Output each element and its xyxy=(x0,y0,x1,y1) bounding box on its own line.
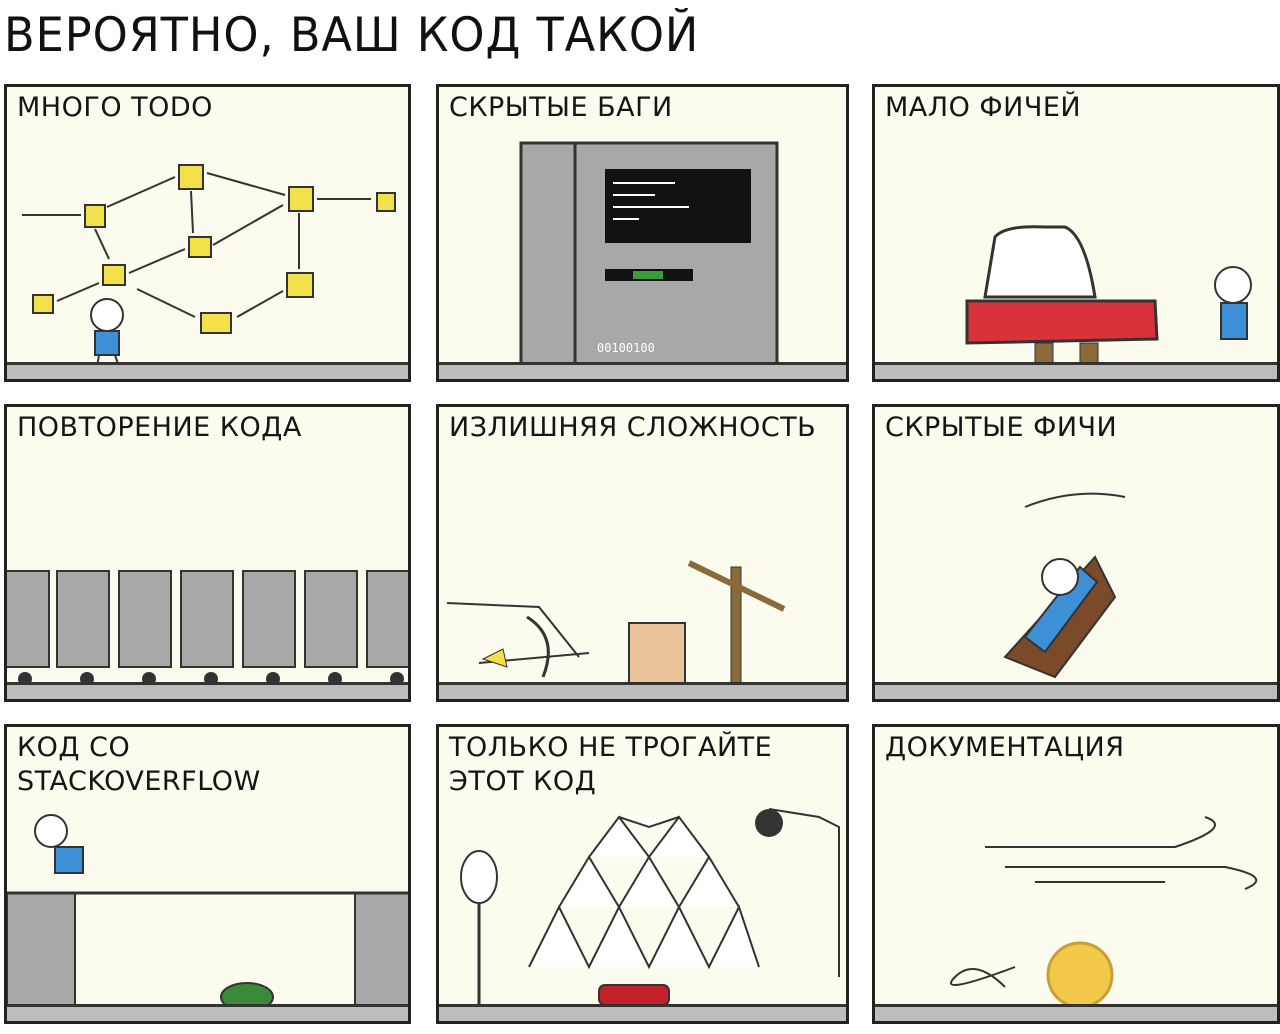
panel-hidden-bugs: СКРЫТЫЕ БАГИ 00100100 xyxy=(436,84,849,382)
panel-dont-touch-code: ТОЛЬКО НЕ ТРОГАЙТЕ ЭТОТ КОД xyxy=(436,724,849,1024)
floor xyxy=(7,362,408,379)
panel-stackoverflow-code: КОД СО STACKOVERFLOW xyxy=(4,724,411,1024)
floor xyxy=(875,682,1277,699)
panel-label: ТОЛЬКО НЕ ТРОГАЙТЕ ЭТОТ КОД xyxy=(449,732,773,797)
floor xyxy=(439,362,846,379)
panel-few-features: МАЛО ФИЧЕЙ xyxy=(872,84,1280,382)
car-without-wheels-illustration xyxy=(965,225,1252,370)
panel-hidden-features: СКРЫТЫЕ ФИЧИ xyxy=(872,404,1280,702)
panel-label: МАЛО ФИЧЕЙ xyxy=(885,92,1082,123)
floor xyxy=(875,362,1277,379)
panel-label: ИЗЛИШНЯЯ СЛОЖНОСТЬ xyxy=(449,412,817,443)
floor xyxy=(7,682,408,699)
todo-graph-illustration xyxy=(22,164,396,368)
panel-many-todo: МНОГО TODO xyxy=(4,84,411,382)
panel-label: МНОГО TODO xyxy=(17,92,213,123)
panel-excess-complexity: ИЗЛИШНЯЯ СЛОЖНОСТЬ xyxy=(436,404,849,702)
mousetrap-contraption-illustration xyxy=(446,560,786,692)
panel-label: СКРЫТЫЕ ФИЧИ xyxy=(885,412,1118,443)
floor xyxy=(7,1004,408,1021)
wind-tumbleweed-illustration xyxy=(950,816,1258,1009)
server-cabinet-illustration xyxy=(519,141,779,373)
panel-code-duplication: ПОВТОРЕНИЕ КОДА xyxy=(4,404,411,702)
panel-label: КОД СО STACKOVERFLOW xyxy=(17,732,261,797)
floor xyxy=(439,682,846,699)
comic-title: ВЕРОЯТНО, ВАШ КОД ТАКОЙ xyxy=(4,8,700,63)
massage-chair-illustration xyxy=(1003,492,1126,679)
floor xyxy=(875,1004,1277,1021)
floor xyxy=(439,1004,846,1021)
house-of-cards-illustration xyxy=(460,808,840,1007)
panel-documentation: ДОКУМЕНТАЦИЯ xyxy=(872,724,1280,1024)
panel-label: ПОВТОРЕНИЕ КОДА xyxy=(17,412,302,443)
panel-label: СКРЫТЫЕ БАГИ xyxy=(449,92,673,123)
binary-label: 00100100 xyxy=(597,341,655,355)
panel-label: ДОКУМЕНТАЦИЯ xyxy=(885,732,1125,763)
pit-fall-illustration xyxy=(7,814,408,1021)
duplicated-servers-illustration xyxy=(7,570,408,686)
